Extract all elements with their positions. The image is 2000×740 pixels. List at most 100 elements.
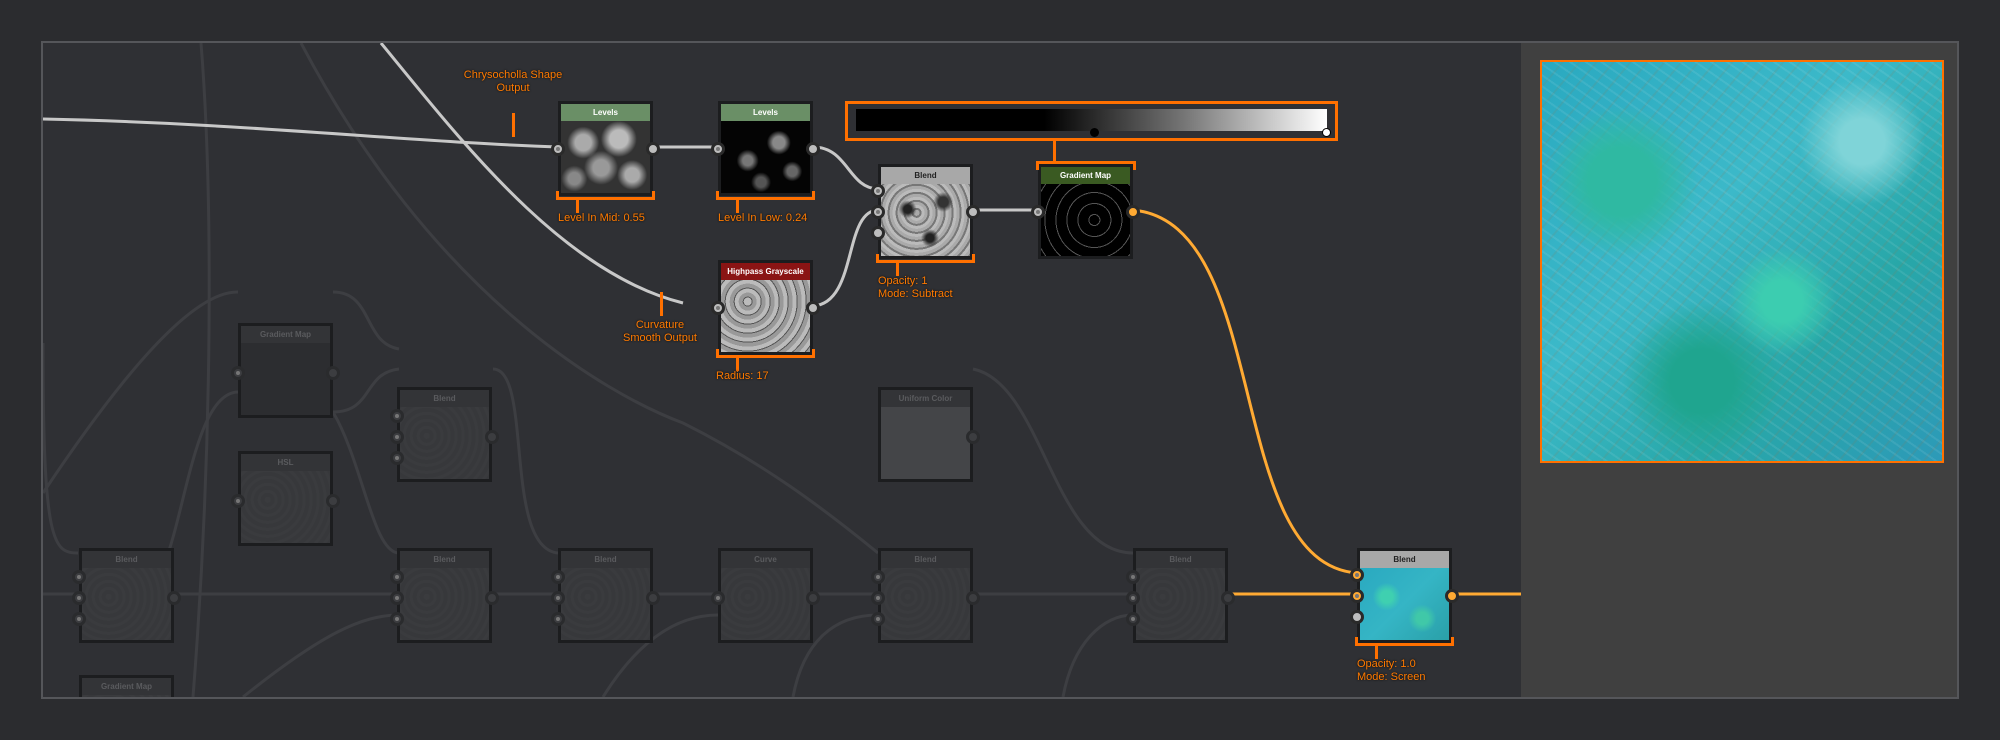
input-socket[interactable] bbox=[871, 226, 885, 240]
input-socket[interactable] bbox=[711, 142, 725, 156]
node-blend-dim[interactable]: Blend bbox=[390, 548, 499, 643]
output-socket[interactable] bbox=[326, 366, 340, 380]
input-socket[interactable] bbox=[390, 451, 404, 465]
node-highpass-grayscale[interactable]: Highpass Grayscale bbox=[711, 260, 820, 355]
node-gradient-map[interactable]: Gradient Map bbox=[1031, 164, 1140, 259]
output-socket[interactable] bbox=[485, 591, 499, 605]
annotation-stem bbox=[576, 198, 579, 213]
selection-bracket bbox=[716, 349, 815, 358]
wire-dim bbox=[242, 613, 1134, 697]
input-socket[interactable] bbox=[390, 612, 404, 626]
input-socket[interactable] bbox=[711, 591, 725, 605]
annotation-chrysocholla: Chrysocholla Shape Output bbox=[463, 69, 563, 94]
wire bbox=[379, 43, 684, 305]
wire-dim bbox=[331, 290, 400, 555]
node-graph-canvas[interactable]: Gradient Map Blend HSL Uniform Color Ble… bbox=[43, 43, 1521, 697]
output-socket[interactable] bbox=[966, 205, 980, 219]
node-thumbnail bbox=[721, 280, 810, 352]
output-socket[interactable] bbox=[806, 142, 820, 156]
node-levels-low[interactable]: Levels bbox=[711, 101, 820, 196]
node-blend-dim[interactable]: Blend bbox=[871, 548, 980, 643]
input-socket[interactable] bbox=[72, 612, 86, 626]
output-socket[interactable] bbox=[966, 430, 980, 444]
annotation-stem bbox=[1053, 141, 1056, 161]
output-socket[interactable] bbox=[646, 591, 660, 605]
input-socket[interactable] bbox=[231, 366, 245, 380]
node-levels-mid[interactable]: Levels bbox=[551, 101, 660, 196]
node-curve-dim[interactable]: Curve bbox=[711, 548, 820, 643]
input-socket[interactable] bbox=[390, 409, 404, 423]
output-socket[interactable] bbox=[806, 591, 820, 605]
input-socket[interactable] bbox=[390, 430, 404, 444]
gradient-editor[interactable] bbox=[845, 101, 1338, 141]
annotation-curvature: Curvature Smooth Output bbox=[623, 319, 697, 344]
input-socket[interactable] bbox=[551, 612, 565, 626]
input-socket[interactable] bbox=[390, 591, 404, 605]
gradient-stop-white[interactable] bbox=[1322, 128, 1331, 137]
input-socket[interactable] bbox=[1031, 205, 1045, 219]
wire-dim bbox=[43, 290, 239, 555]
annotation-stem bbox=[736, 356, 739, 371]
node-hsl-dim[interactable]: HSL bbox=[231, 451, 340, 546]
node-uniform-color-dim[interactable]: Uniform Color bbox=[878, 387, 980, 482]
output-socket[interactable] bbox=[1126, 205, 1140, 219]
output-socket[interactable] bbox=[1445, 589, 1459, 603]
selection-bracket bbox=[556, 191, 655, 200]
node-blend-dim[interactable]: Blend bbox=[1126, 548, 1235, 643]
gradient-stop-black[interactable] bbox=[1090, 128, 1099, 137]
node-blend-dim[interactable]: Blend bbox=[72, 548, 181, 643]
wire-dim bbox=[191, 43, 211, 697]
input-socket[interactable] bbox=[871, 205, 885, 219]
texture-preview[interactable] bbox=[1540, 60, 1944, 463]
selection-bracket bbox=[1036, 161, 1136, 170]
node-blend-screen[interactable]: Blend bbox=[1350, 548, 1459, 643]
node-gradient-map-dim[interactable]: Gradient Map bbox=[79, 675, 174, 697]
output-socket[interactable] bbox=[1221, 591, 1235, 605]
output-socket[interactable] bbox=[485, 430, 499, 444]
input-socket[interactable] bbox=[551, 591, 565, 605]
annotation-level-in-mid: Level In Mid: 0.55 bbox=[558, 212, 645, 224]
input-socket[interactable] bbox=[1126, 612, 1140, 626]
selection-bracket bbox=[716, 191, 815, 200]
node-thumbnail bbox=[721, 121, 810, 193]
input-socket[interactable] bbox=[1126, 570, 1140, 584]
input-socket[interactable] bbox=[551, 142, 565, 156]
input-socket[interactable] bbox=[1126, 591, 1140, 605]
node-blend-subtract[interactable]: Blend bbox=[871, 164, 980, 259]
input-socket[interactable] bbox=[871, 570, 885, 584]
input-socket[interactable] bbox=[1350, 589, 1364, 603]
node-gradient-map-dim[interactable]: Gradient Map bbox=[231, 323, 340, 418]
output-socket[interactable] bbox=[966, 591, 980, 605]
input-socket[interactable] bbox=[871, 184, 885, 198]
wire-dim bbox=[492, 367, 559, 555]
wire bbox=[812, 208, 879, 308]
annotation-stem bbox=[512, 113, 515, 137]
output-socket[interactable] bbox=[806, 301, 820, 315]
output-socket[interactable] bbox=[167, 591, 181, 605]
annotation-stem bbox=[660, 292, 663, 316]
input-socket[interactable] bbox=[551, 570, 565, 584]
annotation-level-in-low: Level In Low: 0.24 bbox=[718, 212, 808, 224]
input-socket[interactable] bbox=[711, 301, 725, 315]
input-socket[interactable] bbox=[390, 570, 404, 584]
input-socket[interactable] bbox=[871, 612, 885, 626]
input-socket[interactable] bbox=[72, 591, 86, 605]
node-blend-dim[interactable]: Blend bbox=[551, 548, 660, 643]
selection-bracket bbox=[1355, 637, 1454, 646]
input-socket[interactable] bbox=[871, 591, 885, 605]
selection-bracket bbox=[876, 254, 975, 263]
gradient-ramp bbox=[856, 109, 1327, 131]
input-socket[interactable] bbox=[231, 494, 245, 508]
preview-panel bbox=[1521, 43, 1957, 697]
input-socket[interactable] bbox=[1350, 610, 1364, 624]
output-socket[interactable] bbox=[646, 142, 660, 156]
input-socket[interactable] bbox=[72, 570, 86, 584]
input-socket[interactable] bbox=[1350, 568, 1364, 582]
node-thumbnail bbox=[561, 121, 650, 193]
output-socket[interactable] bbox=[326, 494, 340, 508]
annotation-stem bbox=[736, 198, 739, 213]
wire-dim bbox=[972, 367, 1134, 555]
node-blend-dim[interactable]: Blend bbox=[390, 387, 499, 482]
